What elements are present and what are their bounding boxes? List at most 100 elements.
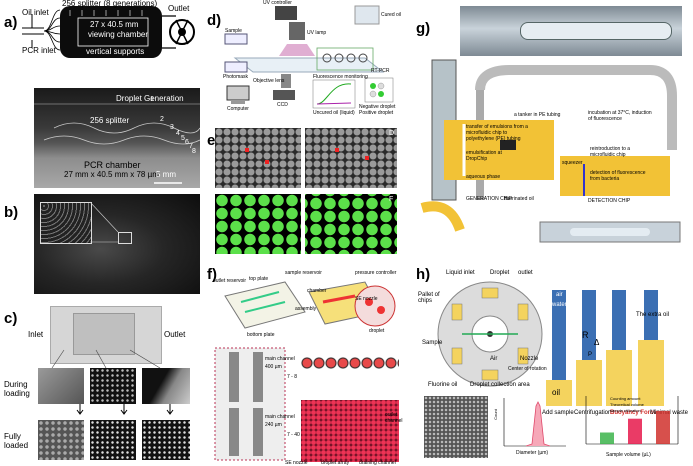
negative-droplet-label: Negative droplet [359, 104, 396, 110]
outlet-label-h: outlet [518, 270, 533, 276]
draining-channel-label: draining channel [359, 460, 396, 466]
loading-image-3 [142, 368, 190, 404]
legend-item-1: Counting amount [610, 396, 641, 401]
chamber-label: chamber [307, 288, 327, 294]
diameter-histogram [503, 398, 566, 447]
droplet-grid-1 [215, 128, 301, 188]
transfer-label: transfer of emulsions from a microfluidi… [466, 124, 528, 142]
pcr-chamber-label-1: PCR chamber [84, 160, 141, 170]
during-loading-label: During loading [4, 380, 30, 398]
bottom-plate-label: bottom plate [247, 332, 275, 338]
count-axis-label: Count [492, 409, 498, 420]
legend-item-2: Theoretical volume [610, 402, 644, 407]
detection-chip-label: DETECTION CHIP [588, 198, 631, 204]
rotor-diagram [424, 281, 664, 458]
extra-oil-label: The extra oil [636, 312, 670, 318]
outlet-label-c: Outlet [164, 330, 186, 339]
utilization-bar [628, 418, 642, 444]
panel-a-label: a) [4, 14, 18, 31]
sample-reservoir-label: sample reservoir [285, 270, 322, 276]
panel-h-label: h) [416, 266, 431, 283]
droplet-label: droplet [369, 328, 385, 334]
zoom-region [118, 232, 132, 244]
rtpcr-label: RT-PCR [371, 68, 390, 74]
gen-number-8: 8 [192, 148, 196, 155]
width-label-1: 400 µm [265, 364, 282, 370]
supports-label: vertical supports [86, 47, 145, 56]
utilization-bar [656, 410, 670, 444]
range-label-2: 7 - 40 [287, 432, 300, 438]
tanker-label: a tanker in PE tubing [514, 112, 561, 118]
fully-loaded-label: Fully loaded [4, 432, 29, 450]
oil-word-label: oil [552, 388, 561, 397]
panel-f-label: f) [207, 266, 217, 283]
p-relation: P [588, 352, 593, 358]
aqueous-label: aqueous phase [466, 174, 501, 180]
center-label: Center of rotation [508, 366, 547, 372]
water-word-label: water [552, 302, 567, 308]
panel-b: b) [0, 194, 203, 294]
fluorescence-label: Fluorescence monitoring [313, 74, 368, 80]
gen-number-1: 1 [150, 96, 154, 103]
gen-number-2: 2 [160, 116, 164, 123]
panel-g-label: g) [416, 20, 431, 37]
panel-a: a) Oil inlet PCR inlet 256 splitter (8 g… [0, 0, 203, 190]
workflow-diagram [420, 59, 681, 243]
droplet-generation-label: Droplet Generation [116, 94, 184, 103]
splitter-photo-label: 256 splitter [90, 116, 130, 125]
loaded-image-1 [38, 420, 84, 460]
pressure-controller-label: pressure controller [355, 270, 397, 276]
air-label: Air [490, 356, 498, 362]
panel-e: e) D F [205, 126, 405, 256]
objective-label: Objective lens [253, 78, 285, 84]
computer-label: Computer [227, 106, 249, 112]
droplet-row [301, 352, 399, 374]
se-nozzle-label-2: SE nozzle [285, 460, 308, 466]
tanker-photo [460, 6, 682, 56]
centrifugation-label: Centrifugation [574, 410, 612, 416]
panel-b-label: b) [4, 204, 19, 221]
range-label-1: 7 - 8 [287, 374, 298, 380]
gen-number-6: 6 [185, 139, 189, 146]
utilization-bar [600, 432, 614, 444]
chamber-label-1: 27 x 40.5 mm [90, 20, 139, 29]
panel-a-schematic [22, 6, 195, 58]
panel-d-label: d) [207, 12, 222, 29]
detection-label: detection of fluorescence from bacteria [590, 170, 646, 182]
fluorine-label: Fluorine oil [428, 382, 458, 388]
panel-c: c) Inlet Outlet During loading Fully loa… [0, 300, 203, 466]
fluorinated-oil-label: fluorinated oil [504, 196, 534, 202]
uv-lamp-label: UV lamp [307, 30, 327, 36]
reintroduction-label: reintroduction to a microfluidic chip [590, 146, 631, 158]
panel-d: d) UV controller UV lamp Sample Photomas… [205, 0, 405, 118]
inlet-label: Inlet [28, 330, 44, 339]
droplet-word-label: Droplet [490, 270, 510, 276]
sample-label-h: Sample [422, 340, 443, 346]
device-photo [50, 306, 162, 364]
outlet-reservoir-label: outlet reservoir [213, 278, 247, 284]
panel-g: g) a tanker in PE tubing incubation at 3… [410, 0, 693, 258]
gen-number-4: 4 [176, 130, 180, 137]
panel-h: h) Liquid inlet Droplet outlet Pallet of… [410, 262, 693, 466]
label-f: F [389, 196, 394, 203]
loaded-image-2 [90, 420, 136, 460]
uncured-oil-label: Uncured oil (liquid) [313, 110, 355, 116]
pallet-label: Pallet of chips [418, 292, 440, 304]
droplet-array-image [301, 400, 399, 462]
gen-number-5: 5 [181, 135, 185, 142]
assembly-label: assembly [295, 306, 317, 312]
splitter-label: 256 splitter (8 generations) [62, 0, 158, 8]
liquid-inlet-label: Liquid inlet [446, 270, 475, 276]
generation-chip-label: GENERATION CHIP [466, 196, 513, 202]
pcr-inlet-label: PCR inlet [22, 46, 56, 55]
photomask-label: Photomask [223, 74, 249, 80]
outlet-channel-label: outlet channel [385, 412, 403, 424]
cured-oil-label: Cured oil [381, 12, 402, 18]
outlet-label: Outlet [168, 4, 190, 13]
chip-photo: Droplet Generation 256 splitter 1 2 3 4 … [34, 88, 200, 188]
chamber-label-2: viewing chamber [88, 30, 149, 39]
emulsification-label: emulsification at DropChip [466, 150, 502, 162]
oil-inlet-label: Oil inlet [22, 8, 49, 17]
delta-symbol: Δ [594, 338, 600, 347]
nozzle-label: Nozzle [520, 356, 539, 362]
